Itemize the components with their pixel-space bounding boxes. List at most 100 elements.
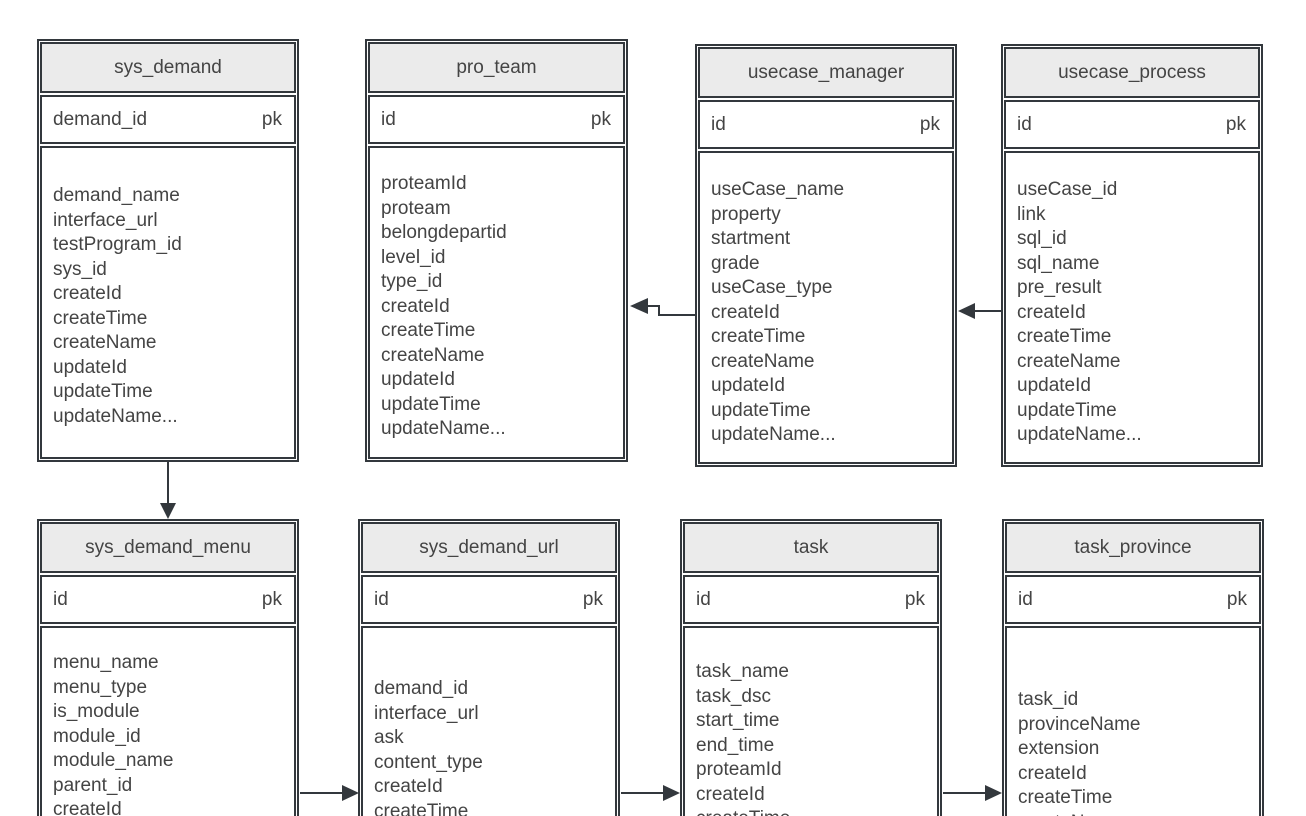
pk-tag: pk [261, 108, 282, 130]
field: createName [1018, 811, 1259, 816]
field: level_id [381, 246, 446, 268]
table-title: pro_team [368, 42, 625, 93]
arrowhead-left-icon [630, 298, 648, 314]
field-list: useCase_id link sql_id sql_name pre_resu… [1004, 151, 1260, 464]
table-sys-demand-menu[interactable]: sys_demand_menu id pk menu_name menu_typ… [37, 519, 299, 816]
pk-field-name: id [53, 588, 68, 610]
field: menu_type [53, 676, 148, 698]
field-list: demand_id interface_url ask content_type… [361, 626, 617, 816]
field: createName [53, 332, 157, 353]
connector-sys-demand-url-to-task [621, 785, 680, 801]
pk-row: id pk [40, 575, 296, 624]
field: updateName... [711, 424, 836, 445]
table-pro-team[interactable]: pro_team id pk proteamId proteam belongd… [365, 39, 628, 462]
table-task-province[interactable]: task_province id pk task_id provinceName… [1002, 519, 1264, 816]
field: useCase_id [1017, 179, 1118, 200]
table-task[interactable]: task id pk task_name task_dsc start_time… [680, 519, 942, 816]
field: interface_url [53, 209, 158, 231]
field: updateId [711, 375, 785, 396]
pk-row: id pk [368, 95, 625, 144]
table-title: sys_demand_menu [40, 522, 296, 573]
field-list: proteamId proteam belongdepartid level_i… [368, 146, 625, 459]
field: task_name [696, 661, 789, 682]
field: link [1017, 203, 1046, 225]
field: is_module [53, 701, 140, 722]
field: createId [374, 776, 443, 797]
pk-field-name: id [1017, 113, 1032, 135]
field: updateTime [1017, 399, 1117, 421]
field: content_type [374, 751, 483, 773]
field: testProgram_id [53, 234, 182, 255]
table-title-label: pro_team [456, 56, 537, 78]
connector-usecase-manager-to-pro-team [630, 298, 697, 316]
field: updateTime [711, 399, 811, 421]
field: createTime [696, 807, 937, 816]
field: updateId [53, 356, 127, 378]
connector-usecase-process-to-usecase-manager [958, 303, 1001, 319]
field: createName [711, 350, 815, 372]
field: createName [381, 344, 485, 366]
pk-field-name: id [696, 588, 711, 610]
arrowhead-left-icon [958, 303, 975, 319]
pk-row: demand_id pk [40, 95, 296, 144]
field: sys_id [53, 258, 107, 280]
field: useCase_name [711, 179, 845, 200]
field: extension [1018, 738, 1100, 759]
field: proteamId [696, 759, 782, 780]
table-title: sys_demand [40, 42, 296, 93]
field: createId [1017, 301, 1086, 323]
pk-field-name: id [711, 113, 726, 135]
connector-task-to-task-province [943, 785, 1002, 801]
field: demand_id [374, 678, 469, 699]
field: startment [711, 228, 791, 249]
table-usecase-process[interactable]: usecase_process id pk useCase_id link sq… [1001, 44, 1263, 467]
table-title-label: task_province [1074, 536, 1192, 558]
field: proteam [381, 197, 451, 219]
field-list: menu_name menu_type is_module module_id … [40, 626, 296, 816]
field: module_name [53, 750, 174, 771]
table-title: usecase_manager [698, 47, 954, 98]
field-list: task_name task_dsc start_time end_time p… [683, 626, 939, 816]
pk-tag: pk [582, 588, 603, 610]
pk-tag: pk [1225, 113, 1246, 135]
field: parent_id [53, 774, 133, 796]
field: updateId [1017, 375, 1091, 396]
pk-field-name: demand_id [53, 108, 148, 130]
field: createTime [381, 320, 476, 341]
pk-row: id pk [683, 575, 939, 624]
pk-field-name: id [381, 108, 396, 130]
table-title: usecase_process [1004, 47, 1260, 98]
table-title-label: task [793, 536, 829, 558]
pk-field-name: id [374, 588, 389, 610]
field: createId [53, 799, 122, 816]
connector-sys-demand-menu-to-sys-demand-url [300, 785, 359, 801]
arrowhead-down-icon [160, 503, 176, 519]
field: task_id [1018, 689, 1079, 710]
field: sql_name [1017, 252, 1100, 274]
table-usecase-manager[interactable]: usecase_manager id pk useCase_name prope… [695, 44, 957, 467]
field: start_time [696, 710, 780, 731]
table-sys-demand[interactable]: sys_demand demand_id pk demand_name inte… [37, 39, 299, 462]
table-title: task_province [1005, 522, 1261, 573]
field: menu_name [53, 652, 159, 673]
pk-tag: pk [261, 588, 282, 610]
field: provinceName [1018, 713, 1141, 735]
field: module_id [53, 725, 141, 747]
field: proteamId [381, 173, 467, 194]
field: property [711, 203, 781, 225]
field: createTime [374, 800, 469, 816]
connector-sys-demand-to-sys-demand-menu [160, 462, 176, 519]
field: interface_url [374, 702, 479, 724]
table-sys-demand-url[interactable]: sys_demand_url id pk demand_id interface… [358, 519, 620, 816]
field-list: task_id provinceName extension createId … [1005, 626, 1261, 816]
table-title: sys_demand_url [361, 522, 617, 573]
field: end_time [696, 734, 775, 756]
pk-row: id pk [698, 100, 954, 149]
field: grade [711, 252, 760, 274]
table-title-label: sys_demand [114, 56, 222, 78]
field: createId [711, 301, 780, 323]
field: createTime [711, 326, 806, 347]
field: createTime [53, 307, 148, 329]
field: createId [381, 295, 450, 317]
